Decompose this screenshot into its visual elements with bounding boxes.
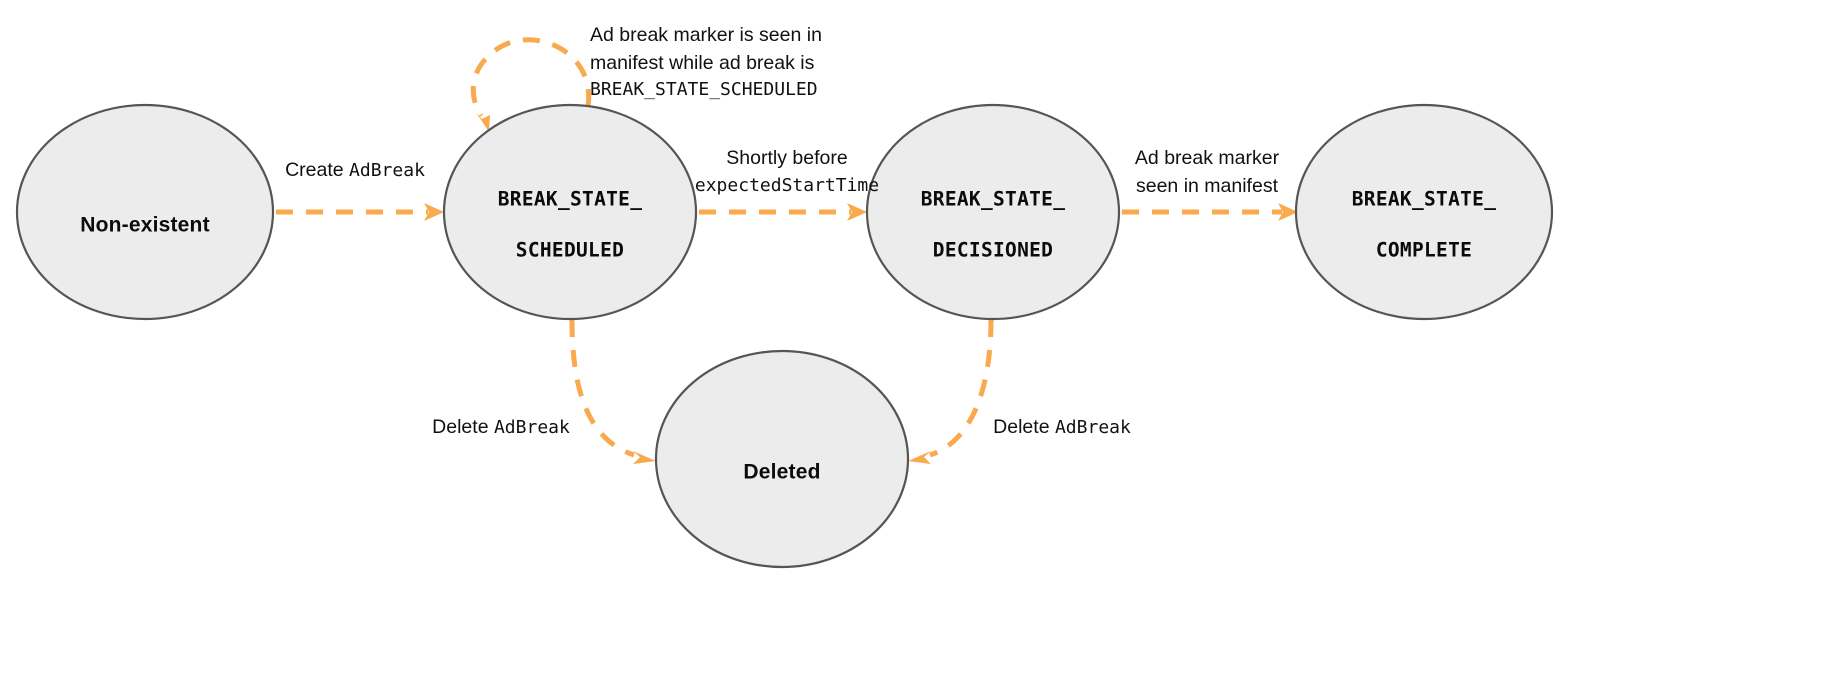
edge-delete-from-decisioned	[908, 319, 994, 464]
node-deleted[interactable]	[654, 349, 910, 569]
edge-marker-seen-manifest	[1122, 203, 1298, 221]
edge-delete-from-decisioned-arrowhead	[908, 451, 931, 464]
edge-shortly-before	[699, 203, 867, 221]
node-break-state-complete[interactable]	[1294, 103, 1554, 321]
node-break-state-scheduled[interactable]	[442, 103, 698, 321]
edge-scheduled-self-loop-arrowhead	[476, 112, 490, 132]
edge-delete-from-scheduled	[569, 319, 656, 464]
edge-scheduled-self-loop-line	[470, 37, 592, 118]
edge-scheduled-self-loop	[470, 37, 592, 132]
edge-create-adbreak	[276, 203, 444, 221]
edge-delete-from-scheduled-line	[569, 319, 635, 458]
edge-delete-from-decisioned-line	[929, 319, 994, 458]
edge-delete-from-scheduled-arrowhead	[633, 451, 656, 464]
edge-create-adbreak-arrowhead	[424, 203, 444, 221]
edge-shortly-before-arrowhead	[847, 203, 867, 221]
edge-marker-seen-manifest-arrowhead	[1278, 203, 1298, 221]
node-non-existent[interactable]	[15, 103, 275, 321]
node-break-state-decisioned[interactable]	[865, 103, 1121, 321]
